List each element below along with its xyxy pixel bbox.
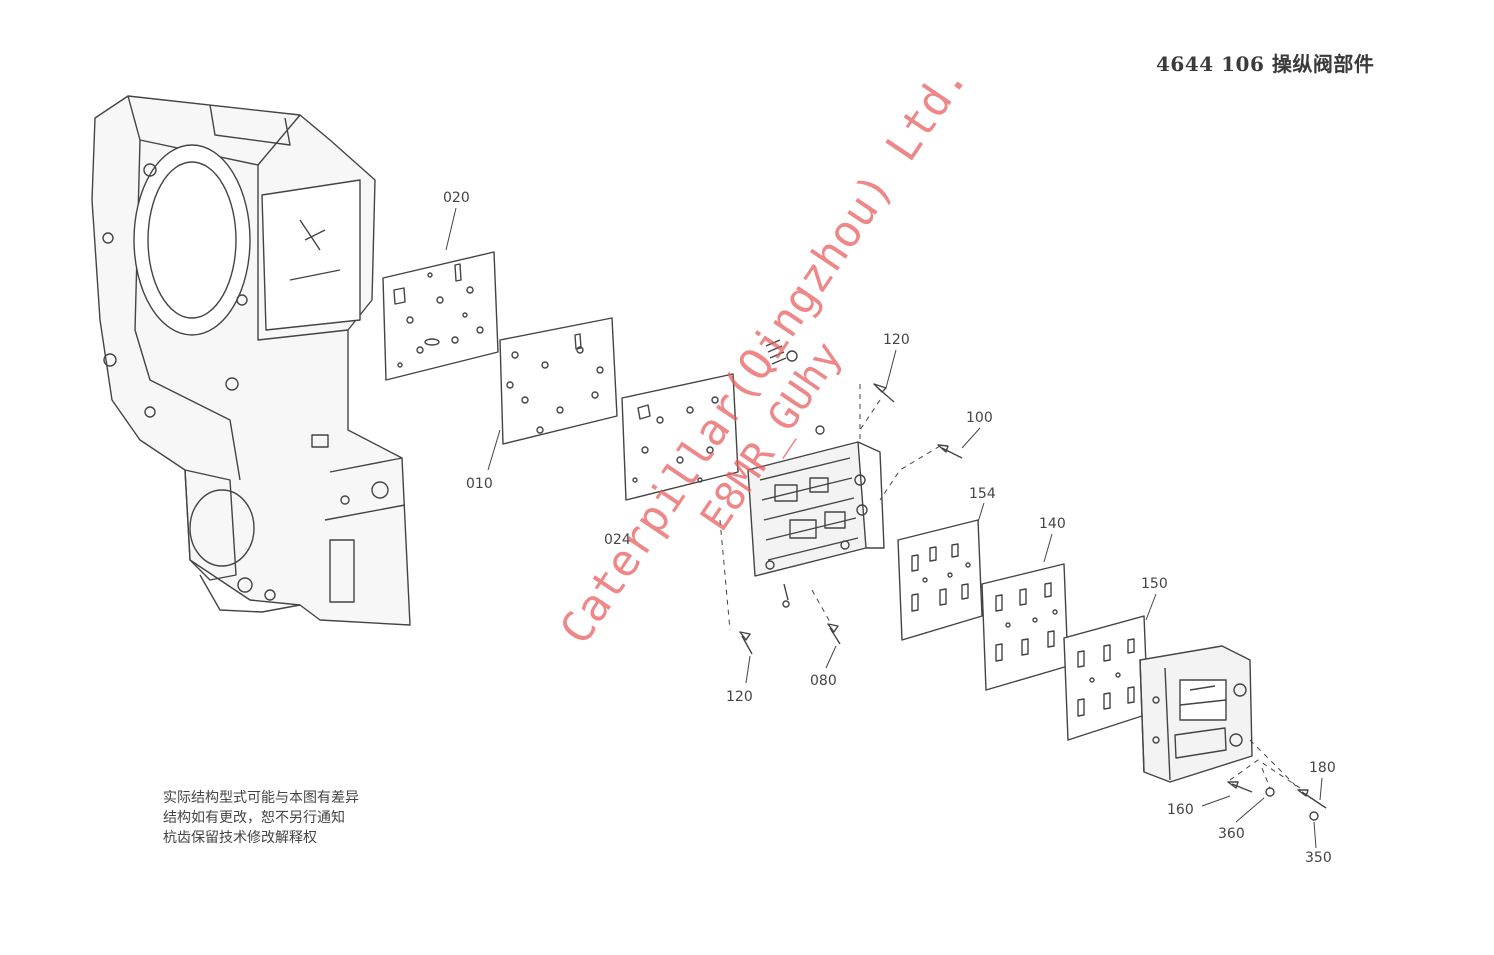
- plug-350: [1309, 811, 1319, 821]
- plate-150: [1063, 615, 1149, 741]
- washer-360: [1265, 787, 1275, 797]
- plate-154: [897, 519, 983, 641]
- bolt-080: [827, 623, 841, 645]
- callout-140: 140: [1039, 516, 1066, 532]
- leader-lines: [445, 207, 1323, 849]
- spring-part: [765, 339, 798, 365]
- screw-small-center: [782, 583, 790, 608]
- plate-010: [499, 317, 618, 445]
- callout-010: 010: [466, 476, 493, 492]
- rear-valve-block: [1139, 645, 1253, 783]
- callout-100: 100: [966, 410, 993, 426]
- callout-080: 080: [810, 673, 837, 689]
- note-line: 结构如有更改，恕不另行通知: [163, 810, 345, 826]
- plate-140: [981, 563, 1069, 691]
- callout-150: 150: [1141, 576, 1168, 592]
- callout-160: 160: [1167, 802, 1194, 818]
- bolt-120-top: [873, 383, 895, 403]
- callout-180: 180: [1309, 760, 1336, 776]
- bolt-120-bottom: [739, 631, 753, 655]
- valve-body: [747, 425, 885, 577]
- plate-024: [621, 373, 739, 501]
- bolt-100: [937, 444, 963, 459]
- disclaimer-notes: 实际结构型式可能与本图有差异 结构如有更改，恕不另行通知 杭齿保留技术修改解释权: [163, 788, 359, 848]
- bolt-180: [1297, 789, 1327, 809]
- callout-350: 350: [1305, 850, 1332, 866]
- drawing-title: 4644 106 操纵阀部件: [1156, 52, 1375, 76]
- callout-020: 020: [443, 190, 470, 206]
- callout-154: 154: [969, 486, 996, 502]
- callout-024: 024: [604, 532, 631, 548]
- bolt-160: [1227, 781, 1253, 793]
- housing-casing: [91, 95, 411, 626]
- callout-360: 360: [1218, 826, 1245, 842]
- note-line: 杭齿保留技术修改解释权: [163, 830, 317, 846]
- note-line: 实际结构型式可能与本图有差异: [163, 790, 359, 806]
- callout-120-top: 120: [883, 332, 910, 348]
- callout-120-bottom: 120: [726, 689, 753, 705]
- assembly-lines: [719, 384, 1301, 791]
- plate-020: [382, 251, 499, 381]
